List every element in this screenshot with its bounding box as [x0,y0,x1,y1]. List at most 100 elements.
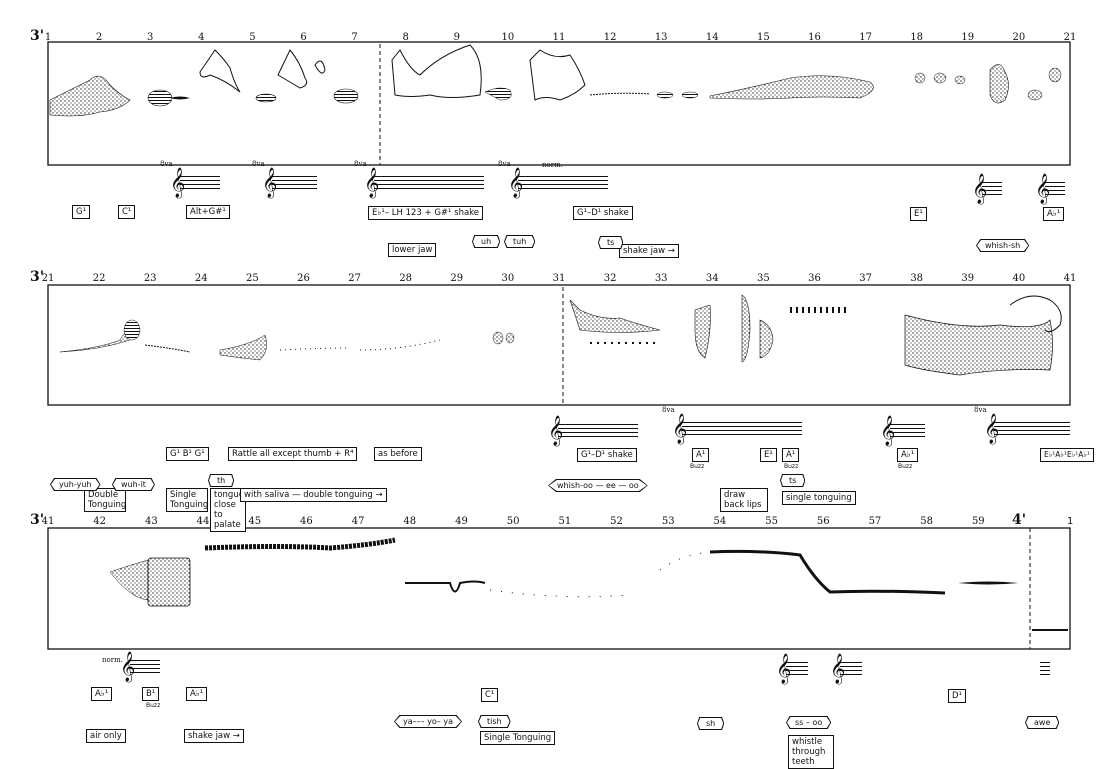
tick-number: 56 [816,516,830,527]
tick-number: 58 [920,516,933,527]
system-3-time-label: 3' [30,512,45,528]
tick-number: 49 [455,516,468,527]
ottava-text: 8va [974,406,987,414]
tick-number: 38 [910,273,924,284]
pitch-box: A♭¹ [91,687,113,701]
tick-number: 55 [765,516,778,527]
pitch-box: G¹ B¹ G¹ [166,447,209,461]
tick-number: 3 [147,32,154,43]
tick-number: 20 [1012,32,1026,43]
syllable-diamond: th [208,474,235,487]
tick-number: 19 [961,32,975,43]
tick-number: 57 [868,516,882,527]
ottava-text: 8va [354,160,367,168]
system-3-end-label: 4' [1012,512,1027,528]
tick-number: 37 [859,273,872,284]
tick-number: 9 [453,32,460,43]
syllable-diamond: sh [697,717,725,730]
tick-number: 21 [1063,32,1077,43]
tick-number: 28 [399,273,413,284]
norm-text: norm. [102,656,123,664]
tick-number: 26 [297,273,310,284]
pitch-box: G¹ [72,205,90,219]
tick-number: 27 [348,273,361,284]
technique-box: draw back lips [720,488,768,512]
staff-fragment: 𝄞8va [662,406,802,442]
tick-number: 52 [610,516,623,527]
tick-number: 2 [95,32,103,43]
ottava-text: 8va [662,406,675,414]
shake-box: G¹–D¹ shake [573,206,633,220]
syllable-diamond: ss – oo [786,716,832,729]
tick-number: 42 [93,516,107,527]
pitch-box: C¹ [118,205,136,219]
staff-fragment: 𝄞8va [974,406,1070,442]
staff-fragment: 𝄞 [880,418,925,444]
tick-number: 16 [808,32,821,43]
syllable-diamond: tuh [504,235,536,248]
syllable-diamond: ya––– yo– ya [394,715,462,728]
staff-fragment: 𝄞 [830,656,862,682]
technique-box: whistle through teeth [788,735,834,769]
tick-number: 17 [859,32,872,43]
pitch-box: C¹ [481,688,499,702]
technique-box: tongue close to palate [210,488,246,532]
technique-box: Rattle all except thumb + R⁴ [228,447,358,461]
pitch-box: E♭¹A♭¹E♭¹A♭¹ [1040,448,1094,462]
tick-number: 10 [501,32,515,43]
technique-box: Single Tonguing [480,731,556,745]
tick-number: 31 [552,273,566,284]
tick-number: 22 [92,273,106,284]
shake-box: G¹–D¹ shake [577,448,637,462]
tick-number: 34 [705,273,719,284]
pitch-box: B¹ [142,687,160,701]
tick-number: 59 [971,516,985,527]
tick-number: 43 [144,516,158,527]
tick-number: 53 [661,516,675,527]
pitch-box: A♭¹ [897,448,919,462]
tick-number: 4 [198,32,205,43]
tick-number: 47 [351,516,365,527]
pitch-box: D¹ [948,689,966,703]
syllable-diamond: ts [598,236,624,249]
pitch-box: A♭¹ [186,687,208,701]
buzz-text: Buzz [146,702,161,709]
buzz-text: Buzz [898,463,913,470]
tick-number: 30 [501,273,515,284]
tick-number: 54 [713,516,727,527]
tick-number: 35 [757,273,770,284]
system-1-frame [47,41,1071,166]
pitch-box: E¹ [760,448,777,462]
pitch-box: A♭¹ [1043,207,1065,221]
tick-number: 13 [654,32,668,43]
system-3-frame [47,527,1071,650]
staff-fragment: 𝄞 [548,418,638,444]
technique-box: air only [86,729,126,743]
pitch-box: A¹ [692,448,710,462]
tick-number: 21 [41,273,55,284]
system-3-end-tick: 1 [1067,516,1074,527]
technique-box: shake jaw → [184,729,244,743]
syllable-diamond: uh [472,235,501,248]
tick-number: 48 [403,516,417,527]
syllable-diamond: ts [780,474,806,487]
system-2-frame [47,284,1071,406]
tick-number: 14 [705,32,719,43]
technique-box: as before [374,447,422,461]
technique-box: Single Tonguing [166,488,208,512]
system-2-time-label: 3' [30,269,45,285]
tick-number: 33 [654,273,668,284]
norm-text: norm. [542,161,563,169]
tick-number: 29 [450,273,464,284]
pitch-box: E¹ [910,207,927,221]
tick-number: 12 [603,32,617,43]
tick-number: 36 [808,273,821,284]
fingering-box: E♭¹– LH 123 + G#¹ shake [368,206,484,220]
pitch-box: Alt+G#¹ [186,205,230,219]
tick-number: 45 [248,516,262,527]
staff-fragment [1030,656,1050,682]
ottava-text: 8va [160,160,173,168]
tick-number: 50 [506,516,520,527]
